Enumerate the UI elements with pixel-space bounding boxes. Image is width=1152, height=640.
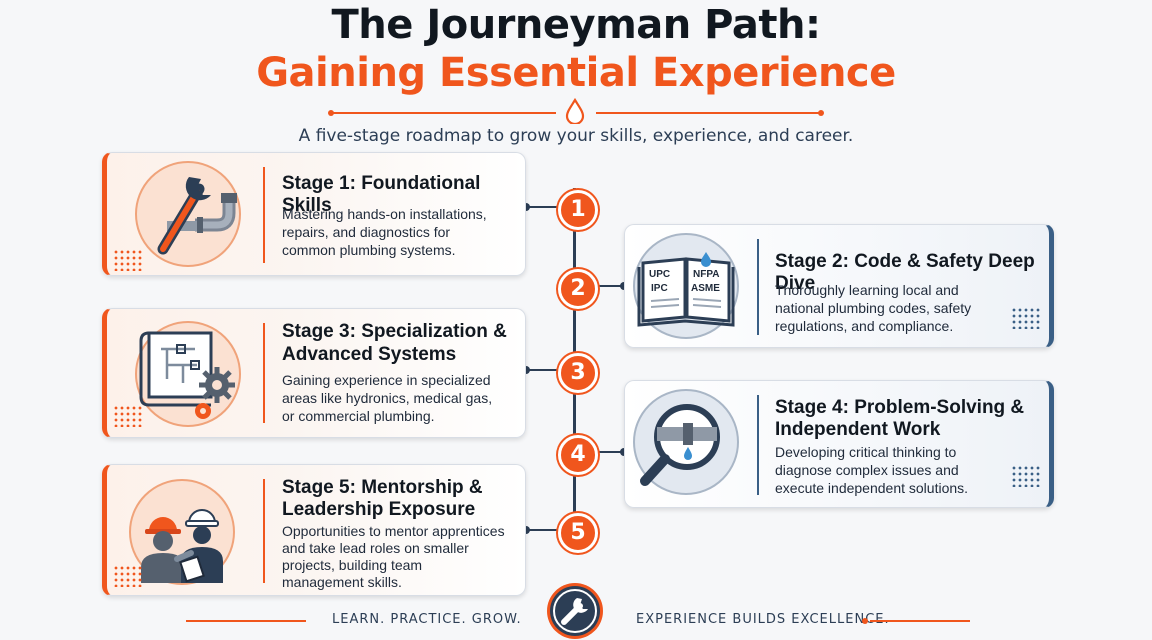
book-label-ipc: IPC <box>651 283 668 294</box>
stage-5-desc-line-1: Opportunities to mentor apprentices <box>282 523 505 539</box>
stage-3-desc-line-1: Gaining experience in specialized <box>282 372 491 388</box>
stage-card-1: Stage 1: Foundational Skills Mastering h… <box>102 152 526 276</box>
footer-tagline-right: EXPERIENCE BUILDS EXCELLENCE. <box>636 612 890 627</box>
stage-5-title-line-1: Stage 5: Mentorship & <box>282 477 483 498</box>
stage-card-2: UPC IPC NFPA ASME Stage 2: Code & Safety… <box>624 224 1054 348</box>
footer-rule-right <box>870 620 970 622</box>
page-title-highlight: Gaining Essential Experience <box>256 50 896 96</box>
stage-4-title-line-2: Independent Work <box>775 419 941 440</box>
connector-5 <box>526 529 558 531</box>
connector-dot-5 <box>522 526 530 534</box>
decorative-dots <box>1011 465 1041 487</box>
mentor-workers-icon <box>129 479 235 585</box>
connector-dot-3 <box>522 366 530 374</box>
decorative-dots <box>113 405 143 427</box>
stage-number-2: 2 <box>558 269 598 309</box>
blueprint-gears-icon <box>135 321 241 427</box>
stage-1-title: Stage 1: Foundational Skills <box>282 173 481 216</box>
stage-5-desc-line-4: management skills. <box>282 574 402 590</box>
connector-4 <box>592 451 624 453</box>
connector-1 <box>526 206 558 208</box>
footer-tagline-left: LEARN. PRACTICE. GROW. <box>332 612 522 627</box>
stage-3-desc-line-2: areas like hydronics, medical gas, <box>282 390 493 406</box>
book-label-asme: ASME <box>691 283 720 294</box>
stage-1-desc-line-2: repairs, and diagnostics for <box>282 224 451 240</box>
decorative-dots <box>113 249 143 271</box>
stage-2-divider <box>757 239 759 335</box>
decorative-dots <box>1011 307 1041 329</box>
connector-dot-1 <box>522 203 530 211</box>
magnifier-leak-icon <box>633 389 739 495</box>
wrench-pipe-icon <box>135 161 241 267</box>
book-label-nfpa: NFPA <box>693 269 720 280</box>
stage-2-desc-line-1: Thoroughly learning local and <box>775 282 959 298</box>
stage-3-desc-line-3: or commercial plumbing. <box>282 408 435 424</box>
water-drop-icon <box>564 98 586 124</box>
stage-1-divider <box>263 167 265 263</box>
stage-number-1: 1 <box>558 190 598 230</box>
water-drop-icon <box>701 252 711 267</box>
stage-number-4: 4 <box>558 435 598 475</box>
stage-2-title: Stage 2: Code & Safety Deep Dive <box>775 251 1035 294</box>
title-rule-right <box>596 112 820 114</box>
footer-rule-left <box>186 620 306 622</box>
stage-number-5: 5 <box>558 513 598 553</box>
stage-5-divider <box>263 479 265 583</box>
title-rule-left <box>332 112 556 114</box>
stage-3-title-line-2: Advanced Systems <box>282 344 457 365</box>
page-title: The Journeyman Path: <box>331 2 821 48</box>
stage-number-3: 3 <box>558 353 598 393</box>
stage-1-desc-line-3: common plumbing systems. <box>282 242 456 258</box>
stage-3-title-line-1: Stage 3: Specialization & <box>282 321 507 342</box>
code-book-icon: UPC IPC NFPA ASME <box>633 233 739 339</box>
stage-2-desc-line-2: national plumbing codes, safety <box>775 300 972 316</box>
stage-1-desc-line-1: Mastering hands-on installations, <box>282 206 487 222</box>
title-rule-dot-left <box>328 110 334 116</box>
decorative-dots <box>113 565 143 587</box>
connector-3 <box>526 369 558 371</box>
stage-4-desc-line-3: execute independent solutions. <box>775 480 969 496</box>
connector-2 <box>592 285 624 287</box>
stage-card-4: Stage 4: Problem-Solving & Independent W… <box>624 380 1054 508</box>
footer-rule-dot <box>862 618 868 624</box>
wrench-badge-icon <box>550 586 600 636</box>
stage-card-3: Stage 3: Specialization & Advanced Syste… <box>102 308 526 438</box>
stage-4-desc-line-2: diagnose complex issues and <box>775 462 959 478</box>
stage-card-5: Stage 5: Mentorship & Leadership Exposur… <box>102 464 526 596</box>
stage-3-divider <box>263 323 265 423</box>
page-subtitle: A five-stage roadmap to grow your skills… <box>298 126 854 146</box>
stage-5-title-line-2: Leadership Exposure <box>282 499 476 520</box>
title-rule-dot-right <box>818 110 824 116</box>
stage-2-desc-line-3: regulations, and compliance. <box>775 318 954 334</box>
book-label-upc: UPC <box>649 269 671 280</box>
stage-5-desc-line-3: projects, building team <box>282 557 423 573</box>
stage-4-divider <box>757 395 759 495</box>
stage-4-desc-line-1: Developing critical thinking to <box>775 444 957 460</box>
stage-5-desc-line-2: and take lead roles on smaller <box>282 540 469 556</box>
stage-4-title-line-1: Stage 4: Problem-Solving & <box>775 397 1025 418</box>
